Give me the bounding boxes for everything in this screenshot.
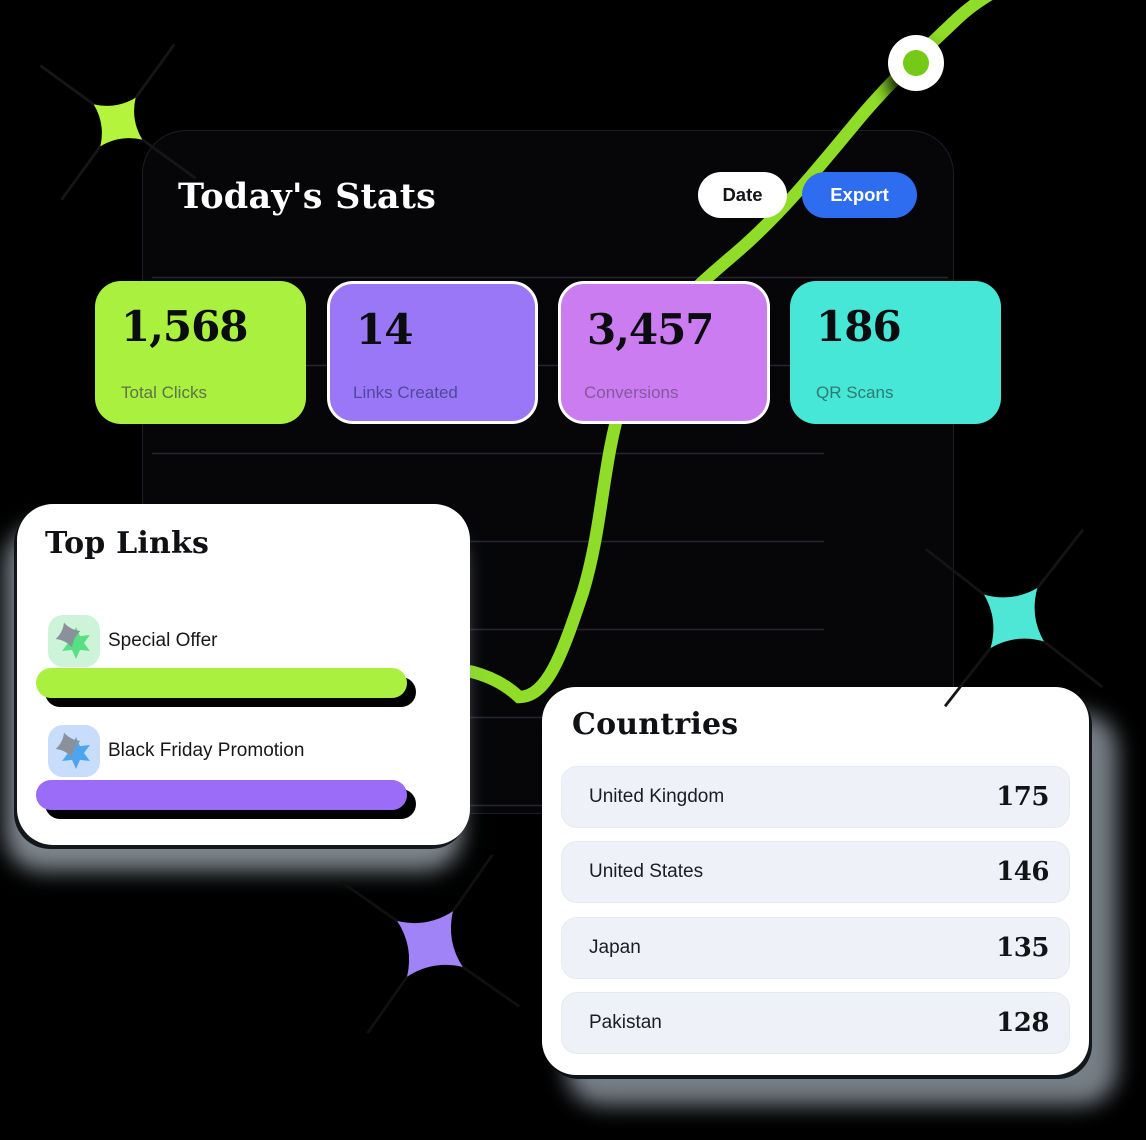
marker-dot-icon (903, 50, 929, 76)
burst-star-green-icon (48, 615, 100, 667)
top-link-bar-special-offer (36, 668, 407, 698)
page-title: Today's Stats (178, 176, 437, 217)
date-button[interactable]: Date (698, 172, 787, 218)
export-button[interactable]: Export (802, 172, 917, 218)
country-value: 135 (996, 933, 1049, 963)
country-value: 128 (996, 1008, 1049, 1038)
country-name: Japan (589, 937, 641, 958)
burst-star-blue-icon (48, 725, 100, 777)
stat-value: 3,457 (587, 305, 715, 354)
top-links-card: Top Links Special Offer Black Friday Pro… (17, 504, 470, 845)
country-value: 175 (996, 782, 1049, 812)
country-row[interactable]: Pakistan 128 (561, 992, 1070, 1054)
top-link-bar-black-friday (36, 780, 407, 810)
top-links-title: Top Links (45, 526, 210, 561)
country-row[interactable]: United States 146 (561, 841, 1070, 903)
stat-card-conversions: 3,457 Conversions (558, 281, 770, 424)
stat-label: Links Created (353, 383, 458, 402)
stat-label: Conversions (584, 383, 679, 402)
line-point-marker-icon (888, 35, 944, 91)
countries-card: Countries United Kingdom 175 United Stat… (542, 687, 1089, 1075)
date-button-label: Date (722, 184, 763, 205)
top-link-item[interactable]: Black Friday Promotion (108, 740, 305, 761)
stat-label: Total Clicks (121, 383, 207, 402)
countries-title: Countries (572, 707, 739, 742)
stat-value: 1,568 (121, 302, 249, 351)
stat-card-qr-scans: 186 QR Scans (790, 281, 1001, 424)
export-button-label: Export (830, 184, 889, 205)
top-link-item[interactable]: Special Offer (108, 630, 218, 651)
country-row[interactable]: Japan 135 (561, 917, 1070, 979)
stat-value: 14 (356, 305, 413, 354)
country-name: United Kingdom (589, 786, 725, 807)
country-name: United States (589, 861, 704, 882)
stat-label: QR Scans (816, 383, 894, 402)
stat-card-links-created: 14 Links Created (327, 281, 538, 424)
sparkle-purple-icon (339, 853, 521, 1035)
country-name: Pakistan (589, 1012, 662, 1033)
stat-value: 186 (816, 302, 902, 351)
stat-card-total-clicks: 1,568 Total Clicks (95, 281, 306, 424)
country-row[interactable]: United Kingdom 175 (561, 766, 1070, 828)
country-value: 146 (996, 857, 1049, 887)
